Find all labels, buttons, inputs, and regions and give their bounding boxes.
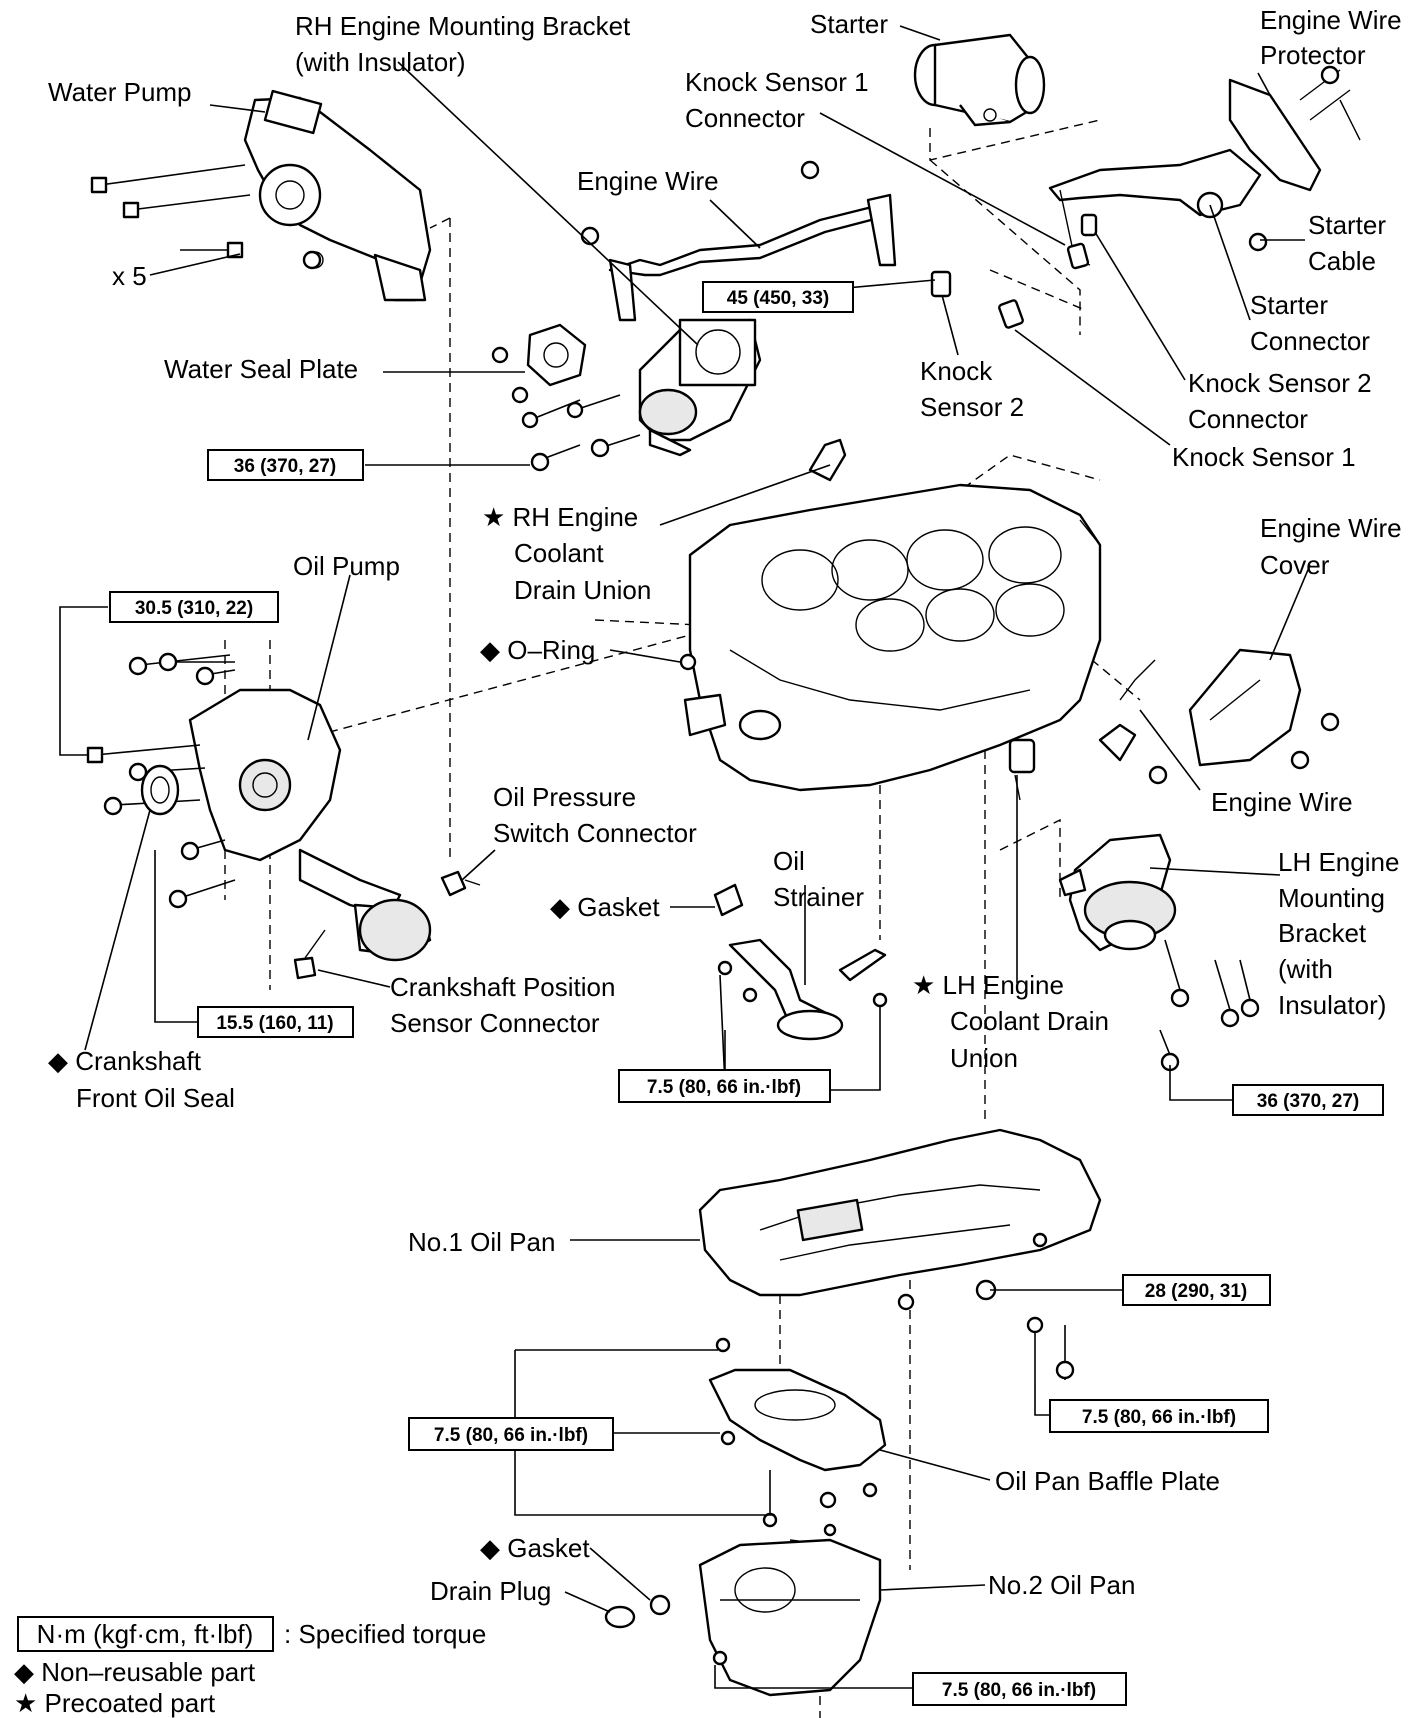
label-lh-coolant-2: Coolant Drain [950, 1006, 1109, 1036]
label-gasket-low: ◆ Gasket [480, 1533, 590, 1563]
no1-oil-pan-drawing [698, 1128, 1102, 1311]
label-rh-coolant-3: Drain Union [514, 575, 651, 605]
label-ckp-connector-2: Sensor Connector [390, 1008, 600, 1038]
label-ckp-connector-1: Crankshaft Position [390, 972, 615, 1002]
label-oil-strainer-1: Oil [773, 846, 805, 876]
torque-7-5-no2-pan: 7.5 (80, 66 in.·lbf) [942, 1680, 1096, 1701]
label-baffle-plate: Oil Pan Baffle Plate [995, 1466, 1220, 1496]
leader-lines [84, 25, 1311, 1613]
engine-block-drawing [683, 483, 1102, 792]
torque-7-5-strainer: 7.5 (80, 66 in.·lbf) [647, 1077, 801, 1098]
oil-strainer-drawing [717, 938, 888, 1041]
label-ops-connector-2: Switch Connector [493, 818, 697, 848]
knock-sensor-drawings [930, 213, 1098, 329]
o-ring-drawing [679, 653, 697, 671]
legend-nonreusable: ◆ Non–reusable part [14, 1657, 256, 1687]
water-pump-bolts [90, 164, 322, 270]
label-drain-plug: Drain Plug [430, 1576, 551, 1606]
legend-precoated: ★ Precoated part [14, 1688, 216, 1718]
label-ks1-connector-1: Knock Sensor 1 [685, 67, 869, 97]
ckp-connector-drawing [293, 929, 326, 980]
label-lh-mount-4: (with [1278, 954, 1333, 984]
torque-45: 45 (450, 33) [727, 288, 829, 309]
label-crank-seal-1: ◆ Crankshaft [48, 1046, 202, 1076]
oil-pan-bolts [1026, 1316, 1075, 1380]
label-wire-protector-2: Protector [1260, 40, 1366, 70]
label-wire-cover-2: Cover [1260, 550, 1330, 580]
legend-unit-box: N·m (kgf·cm, ft·lbf) [37, 1619, 254, 1649]
label-starter-cable-1: Starter [1308, 210, 1386, 240]
label-rh-coolant-2: Coolant [514, 538, 604, 568]
label-oil-strainer-2: Strainer [773, 882, 864, 912]
oil-pump-bolts [86, 652, 236, 909]
crank-seal-drawing [140, 764, 180, 816]
rh-engine-mount-drawing [638, 318, 762, 457]
rh-mount-bolts [521, 394, 641, 472]
water-pump-drawing [243, 89, 432, 302]
baffle-plate-drawing [708, 1337, 887, 1528]
label-ks1-connector-2: Connector [685, 103, 805, 133]
lh-engine-mount-drawing [1058, 833, 1177, 952]
part-labels: RH Engine Mounting Bracket (with Insulat… [48, 5, 1402, 1606]
legend-unit-desc: : Specified torque [284, 1619, 486, 1649]
label-wire-cover-1: Engine Wire [1260, 513, 1402, 543]
label-water-pump: Water Pump [48, 77, 192, 107]
engine-wire-cover-drawing [1188, 648, 1340, 770]
ops-connector-drawing [440, 870, 481, 897]
wire-protector-drawing [1228, 65, 1361, 192]
label-ks2-connector-2: Connector [1188, 404, 1308, 434]
label-ks1: Knock Sensor 1 [1172, 442, 1356, 472]
label-ks2-1: Knock [920, 356, 993, 386]
legend: N·m (kgf·cm, ft·lbf) : Specified torque … [14, 1616, 486, 1718]
label-lh-coolant-3: Union [950, 1043, 1018, 1073]
label-ks2-connector-1: Knock Sensor 2 [1188, 368, 1372, 398]
torque-36-rh: 36 (370, 27) [234, 456, 336, 477]
label-lh-coolant-1: ★ LH Engine [912, 970, 1064, 1000]
label-starter-connector-2: Connector [1250, 326, 1370, 356]
engine-wire-right-drawing [1098, 659, 1168, 785]
label-lh-mount-1: LH Engine [1278, 847, 1399, 877]
torque-bracket-lines [59, 279, 1233, 1689]
label-ops-connector-1: Oil Pressure [493, 782, 636, 812]
label-lh-mount-5: Insulator) [1278, 990, 1386, 1020]
no2-oil-pan-drawing [698, 1523, 882, 1697]
drain-plug-drawing [604, 1594, 671, 1629]
lh-coolant-union-drawing [1008, 738, 1036, 801]
label-oil-pump: Oil Pump [293, 551, 400, 581]
torque-7-5-baffle: 7.5 (80, 66 in.·lbf) [434, 1425, 588, 1446]
oil-pump-drawing [188, 688, 432, 962]
label-ks2-2: Sensor 2 [920, 392, 1024, 422]
lh-mount-bolts [1159, 939, 1260, 1072]
label-crank-seal-2: Front Oil Seal [76, 1083, 235, 1113]
label-starter-connector-1: Starter [1250, 290, 1328, 320]
label-wire-protector-1: Engine Wire [1260, 5, 1402, 35]
label-water-seal-plate: Water Seal Plate [164, 354, 358, 384]
rh-coolant-union-drawing [808, 438, 847, 482]
label-o-ring: ◆ O–Ring [480, 635, 595, 665]
label-rh-coolant-1: ★ RH Engine [482, 502, 638, 532]
torque-28: 28 (290, 31) [1145, 1281, 1247, 1302]
label-rh-mount-1: RH Engine Mounting Bracket [295, 11, 631, 41]
label-starter-cable-2: Cable [1308, 246, 1376, 276]
label-no2-oil-pan: No.2 Oil Pan [988, 1570, 1135, 1600]
torque-boxes: 45 (450, 33) 36 (370, 27) 30.5 (310, 22)… [109, 281, 1384, 1706]
label-engine-wire-top: Engine Wire [577, 166, 719, 196]
gasket-mid-drawing [713, 883, 744, 917]
torque-7-5-pan-right: 7.5 (80, 66 in.·lbf) [1082, 1407, 1236, 1428]
torque-36-lh: 36 (370, 27) [1257, 1091, 1359, 1112]
label-lh-mount-2: Mounting [1278, 883, 1385, 913]
label-rh-mount-2: (with Insulator) [295, 47, 466, 77]
label-gasket-mid: ◆ Gasket [550, 892, 660, 922]
starter-drawing [913, 33, 1046, 127]
label-x5: x 5 [112, 261, 147, 291]
label-engine-wire-right: Engine Wire [1211, 787, 1353, 817]
water-seal-plate-drawing [491, 323, 587, 404]
torque-15-5: 15.5 (160, 11) [216, 1013, 333, 1034]
label-no1-oil-pan: No.1 Oil Pan [408, 1227, 555, 1257]
label-lh-mount-3: Bracket [1278, 918, 1367, 948]
torque-30-5: 30.5 (310, 22) [135, 598, 253, 619]
label-starter: Starter [810, 9, 888, 39]
